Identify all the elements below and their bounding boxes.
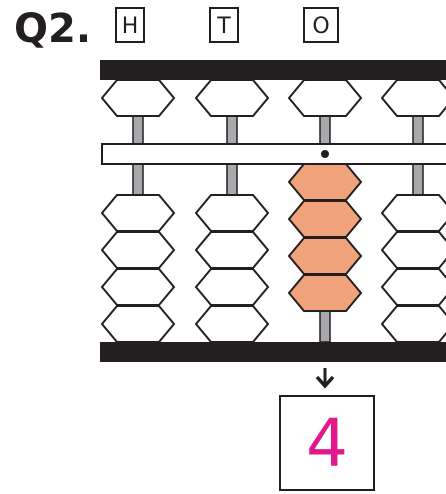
lower-bead	[100, 231, 176, 269]
abacus-bottom-frame	[100, 342, 446, 362]
answer-box	[279, 395, 375, 491]
abacus-rod-group	[194, 79, 270, 343]
lower-bead	[380, 231, 446, 269]
lower-bead	[380, 305, 446, 343]
column-label-box-t	[209, 7, 239, 43]
column-label-box-o	[303, 7, 339, 43]
lower-bead	[100, 268, 176, 306]
column-label-o: O	[312, 14, 329, 39]
abacus-rod-group	[100, 79, 176, 343]
lower-bead	[194, 194, 270, 232]
answer-value: 4	[306, 405, 348, 482]
abacus-rod-group	[287, 79, 363, 343]
lower-bead	[100, 194, 176, 232]
rods-layer	[100, 79, 446, 343]
question-label: Q2.	[14, 6, 91, 52]
column-label-box-h	[115, 7, 145, 43]
lower-bead	[380, 268, 446, 306]
lower-bead	[100, 305, 176, 343]
upper-bead	[380, 79, 446, 117]
upper-bead	[287, 79, 363, 117]
upper-bead	[100, 79, 176, 117]
abacus-reckoning-bar	[101, 143, 446, 165]
upper-bead	[194, 79, 270, 117]
down-arrow-icon	[315, 368, 335, 389]
abacus-rod-group	[380, 79, 446, 343]
lower-bead	[287, 237, 363, 275]
lower-bead	[287, 163, 363, 201]
abacus-top-frame	[100, 60, 446, 80]
lower-bead	[380, 194, 446, 232]
column-labels: H T O	[115, 7, 339, 43]
lower-bead	[194, 268, 270, 306]
column-label-h: H	[122, 14, 139, 39]
lower-bead	[194, 305, 270, 343]
lower-bead	[287, 274, 363, 312]
unit-marker-dot	[321, 150, 329, 158]
lower-bead	[194, 231, 270, 269]
column-label-t: T	[216, 14, 231, 39]
lower-bead	[287, 200, 363, 238]
